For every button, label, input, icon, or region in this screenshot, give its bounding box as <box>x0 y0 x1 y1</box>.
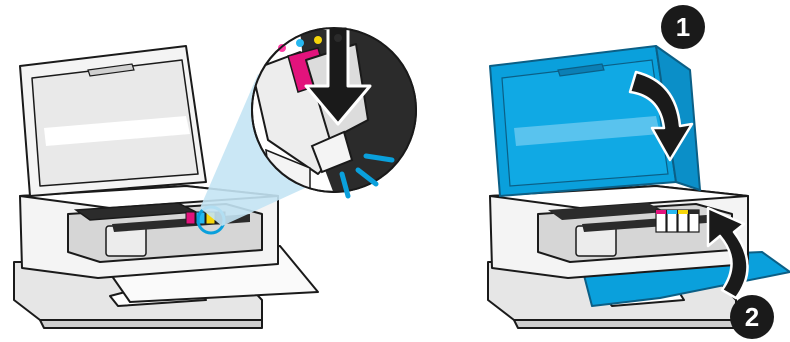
step-number-2: 2 <box>745 302 759 332</box>
step-badge-2: 2 <box>730 295 774 339</box>
printer-base-bottom <box>40 320 262 328</box>
step-badge-1: 1 <box>661 5 705 49</box>
ink-dot-cyan <box>296 39 304 47</box>
ink-dot-black <box>334 34 342 42</box>
ink-dot-yellow <box>314 36 322 44</box>
right-panel: 1 2 <box>488 5 790 339</box>
installed-cartridges <box>656 210 699 232</box>
step-number-1: 1 <box>676 12 690 42</box>
left-panel <box>14 26 430 328</box>
